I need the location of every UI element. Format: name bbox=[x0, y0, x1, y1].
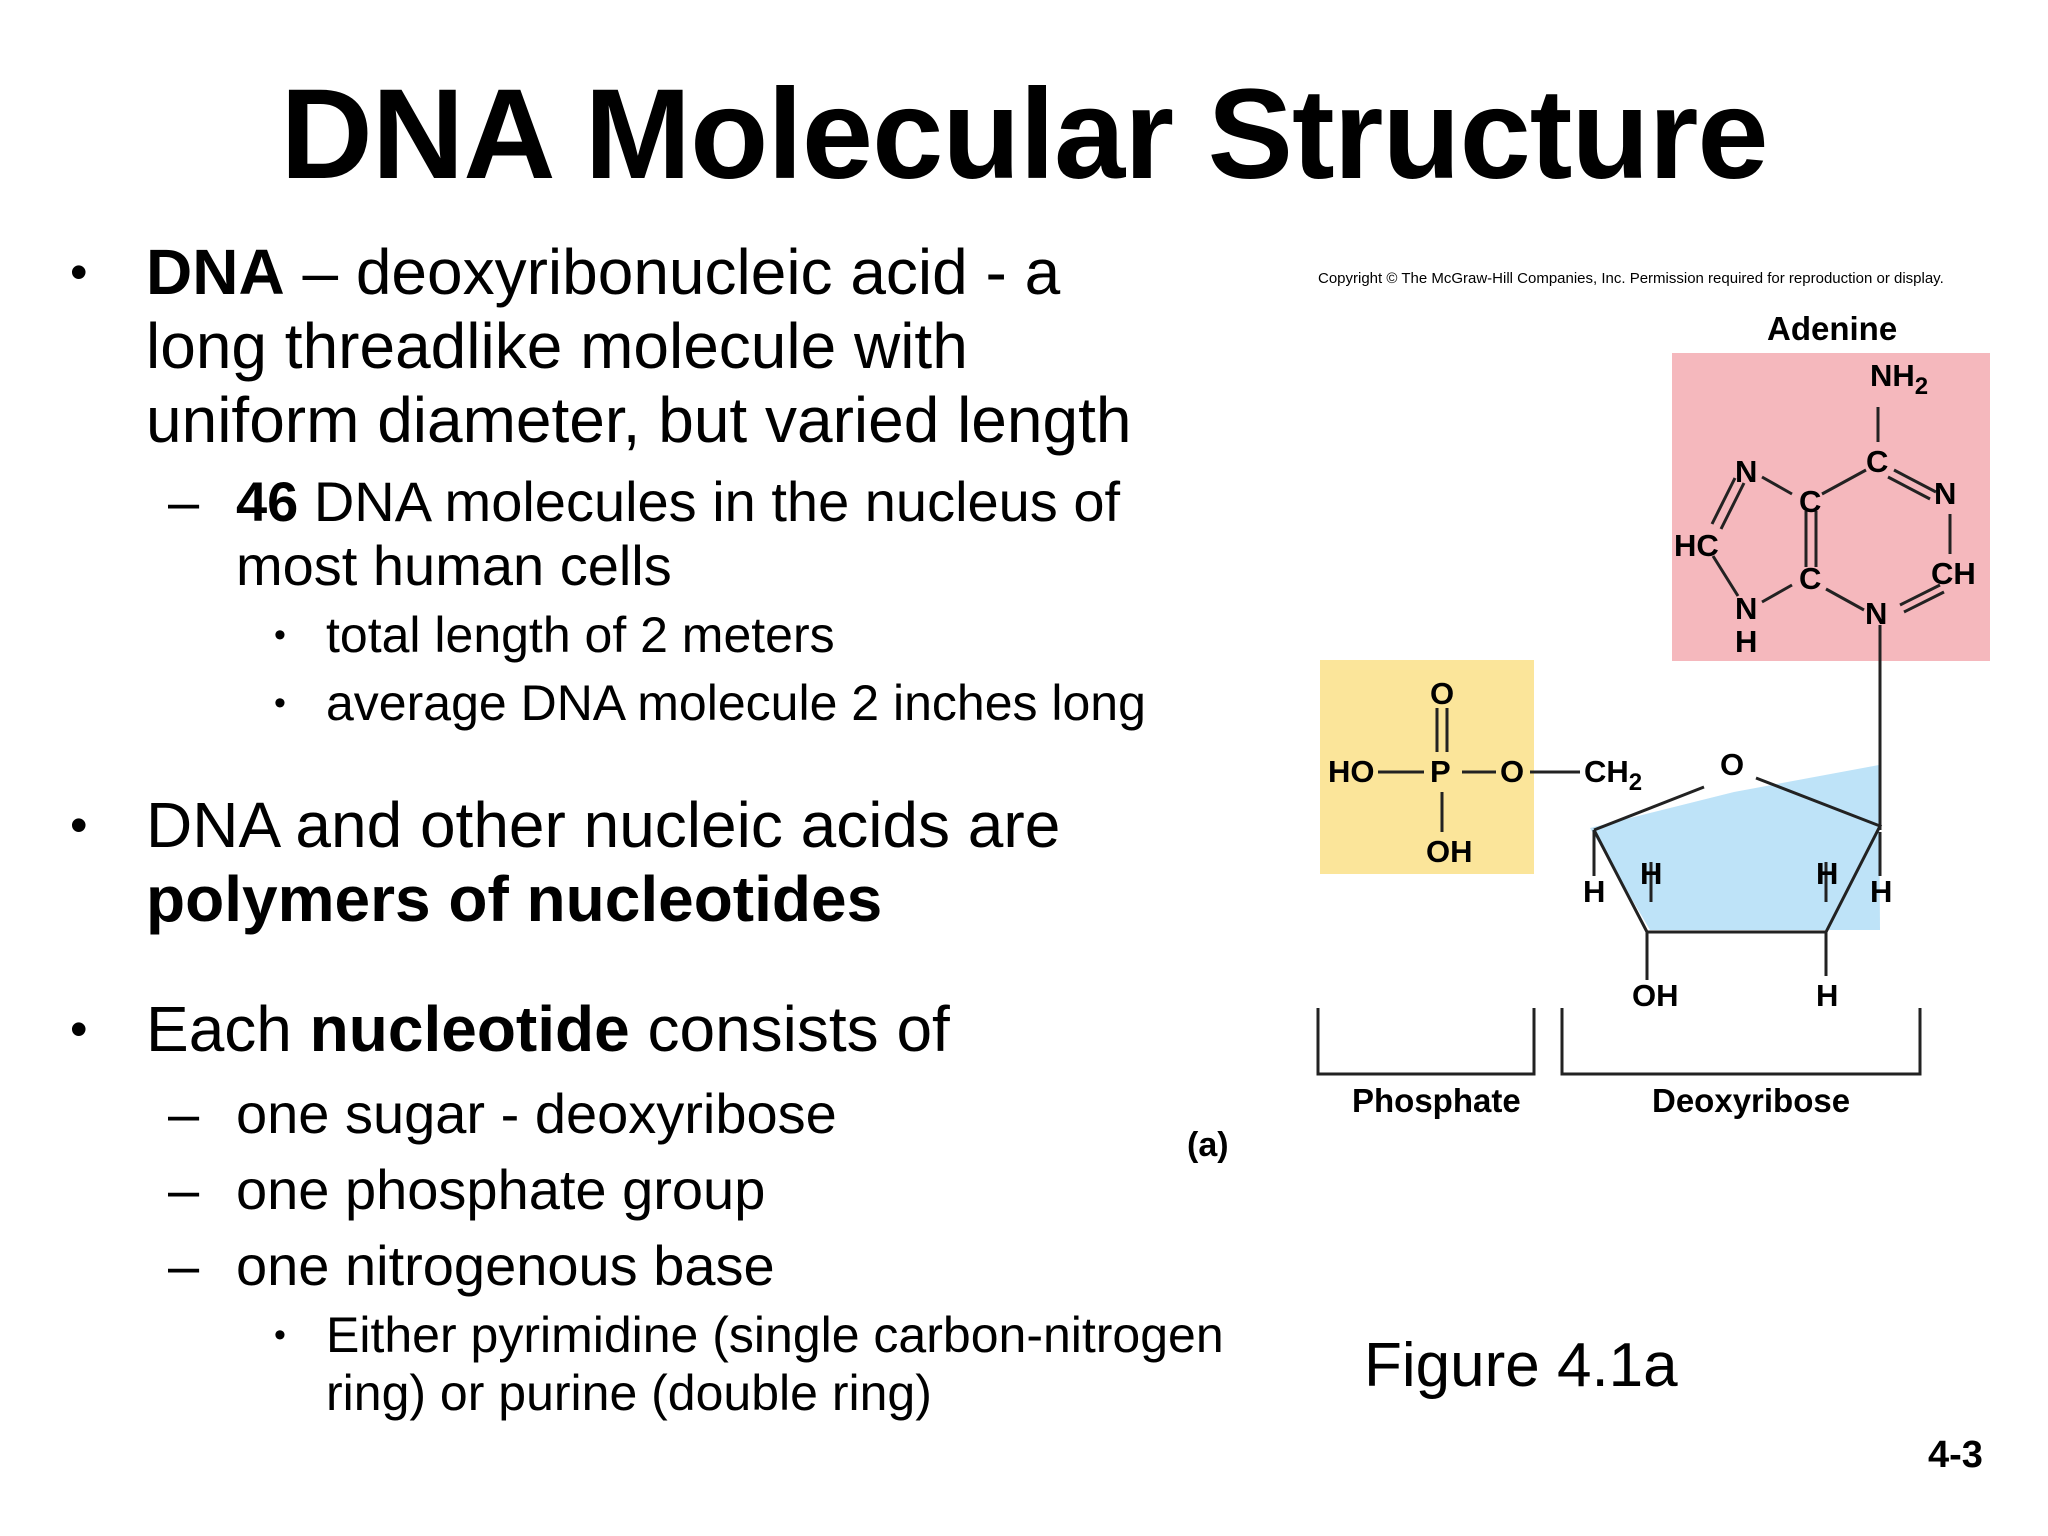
bond-lines bbox=[1316, 407, 1952, 1076]
adenine-region bbox=[1672, 353, 1990, 661]
atom-n: N bbox=[1865, 596, 1887, 631]
nucleic-acids-line1: DNA and other nucleic acids are bbox=[146, 789, 1061, 861]
atom-c: C bbox=[1866, 444, 1888, 479]
deoxyribose-label: Deoxyribose bbox=[1652, 1082, 1850, 1119]
dna-definition-line2: long threadlike molecule with bbox=[146, 310, 968, 382]
atom-oh: OH bbox=[1426, 834, 1473, 869]
sub-bullet-phosphate: – one phosphate group bbox=[168, 1158, 766, 1222]
dash-marker: – bbox=[168, 1158, 200, 1221]
dash-marker: – bbox=[168, 1234, 200, 1297]
bullet-marker: • bbox=[70, 244, 88, 300]
sub-bullet-sugar: – one sugar - deoxyribose bbox=[168, 1082, 837, 1146]
bullet-dna-definition: • DNA – deoxyribonucleic acid - a long t… bbox=[70, 235, 1132, 457]
atom-h: H bbox=[1870, 874, 1892, 909]
each-text: Each bbox=[146, 993, 310, 1065]
adenine-label: Adenine bbox=[1767, 310, 1897, 347]
sub-sub-bullet-total-length: • total length of 2 meters bbox=[274, 606, 835, 664]
nitrogenous-base-text: one nitrogenous base bbox=[236, 1234, 775, 1297]
atom-c: C bbox=[1799, 484, 1821, 519]
atom-o: O bbox=[1720, 747, 1744, 782]
bullet-marker: • bbox=[70, 1001, 88, 1057]
phosphate-label: Phosphate bbox=[1352, 1082, 1521, 1119]
pyrimidine-purine-line1: Either pyrimidine (single carbon-nitroge… bbox=[326, 1307, 1224, 1363]
atom-h: H bbox=[1640, 856, 1662, 891]
slide-number: 4-3 bbox=[1928, 1434, 1983, 1476]
bullet-marker: • bbox=[274, 684, 286, 722]
atom-o: O bbox=[1430, 676, 1454, 711]
bullet-nucleotide-consists: • Each nucleotide consists of bbox=[70, 992, 950, 1066]
figure-caption: Figure 4.1a bbox=[1364, 1331, 1678, 1400]
molecule-count-line2: most human cells bbox=[236, 534, 672, 597]
bullet-marker: • bbox=[274, 1316, 286, 1354]
copyright-notice: Copyright © The McGraw-Hill Companies, I… bbox=[1318, 270, 1944, 287]
consists-of-text: consists of bbox=[629, 993, 950, 1065]
sub-bullet-base: – one nitrogenous base bbox=[168, 1234, 775, 1298]
atom-n: N bbox=[1735, 454, 1757, 489]
atom-h: H bbox=[1816, 856, 1838, 891]
sub-bullet-46-molecules: – 46 DNA molecules in the nucleus of mos… bbox=[168, 470, 1121, 598]
atom-ho: HO bbox=[1328, 754, 1375, 789]
bullet-nucleic-acids: • DNA and other nucleic acids are polyme… bbox=[70, 788, 1061, 936]
sugar-text: one sugar - deoxyribose bbox=[236, 1082, 837, 1145]
sub-sub-bullet-pyrimidine-purine: • Either pyrimidine (single carbon-nitro… bbox=[274, 1306, 1224, 1422]
deoxyribose-ring bbox=[1590, 765, 1880, 930]
group-labels: Adenine Phosphate Deoxyribose bbox=[1352, 310, 1897, 1119]
panel-label: (a) bbox=[1187, 1126, 1229, 1164]
molecule-count: 46 bbox=[236, 470, 299, 533]
dna-term: DNA bbox=[146, 236, 285, 308]
atom-h: H bbox=[1583, 874, 1605, 909]
slide-title: DNA Molecular Structure bbox=[280, 63, 1768, 206]
atom-labels: NH2 C N CH N C C N HC N H O HO P O OH CH… bbox=[1328, 358, 1976, 1013]
atom-h: H bbox=[1735, 624, 1757, 659]
phosphate-group-text: one phosphate group bbox=[236, 1158, 766, 1221]
phosphate-region bbox=[1320, 660, 1534, 874]
molecule-count-text: DNA molecules in the nucleus of bbox=[298, 470, 1121, 533]
atom-n: N bbox=[1934, 476, 1956, 511]
atom-o: O bbox=[1500, 754, 1524, 789]
total-length-text: total length of 2 meters bbox=[326, 607, 835, 663]
dna-definition-text: – deoxyribonucleic acid - a bbox=[284, 236, 1061, 308]
atom-nh2: NH2 bbox=[1870, 358, 1928, 400]
atom-p: P bbox=[1430, 754, 1451, 789]
dna-definition-line3: uniform diameter, but varied length bbox=[146, 384, 1132, 456]
nucleotide-term: nucleotide bbox=[309, 993, 630, 1065]
average-length-text: average DNA molecule 2 inches long bbox=[326, 675, 1146, 731]
atom-c: C bbox=[1799, 561, 1821, 596]
atom-ch: CH bbox=[1931, 556, 1976, 591]
atom-oh: OH bbox=[1632, 978, 1679, 1013]
pyrimidine-purine-line2: ring) or purine (double ring) bbox=[326, 1365, 932, 1421]
atom-n: N bbox=[1735, 591, 1757, 626]
bullet-marker: • bbox=[274, 616, 286, 654]
bullet-marker: • bbox=[70, 797, 88, 853]
atom-hc: HC bbox=[1674, 528, 1719, 563]
dash-marker: – bbox=[168, 1082, 200, 1145]
sub-sub-bullet-average-length: • average DNA molecule 2 inches long bbox=[274, 674, 1146, 732]
atom-h: H bbox=[1816, 978, 1838, 1013]
dash-marker: – bbox=[168, 470, 200, 533]
polymers-of-nucleotides: polymers of nucleotides bbox=[146, 863, 883, 935]
atom-ch2: CH2 bbox=[1584, 754, 1642, 796]
